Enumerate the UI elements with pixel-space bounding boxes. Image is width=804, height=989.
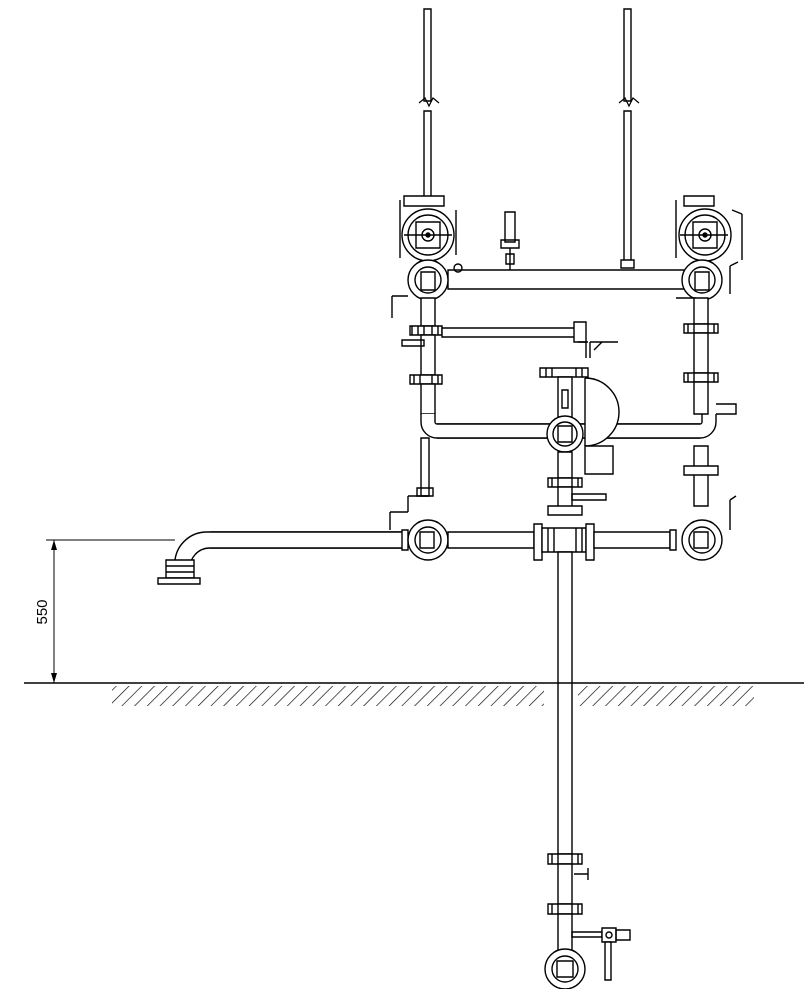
right-riser	[684, 298, 736, 506]
bypass-line-upper	[442, 322, 618, 358]
lower-main-pipe	[158, 496, 736, 584]
header-instrument	[501, 212, 519, 270]
right-actuated-valve	[676, 196, 742, 261]
drop-pipe	[545, 552, 630, 989]
top-support-left	[419, 9, 439, 199]
left-actuated-valve	[400, 196, 456, 261]
left-lower-riser	[408, 438, 433, 512]
ground-line	[24, 683, 804, 706]
top-support-right	[619, 9, 639, 268]
dimension-height-label: 550	[34, 599, 51, 624]
upper-right-tee	[676, 260, 738, 300]
upper-header-pipe	[448, 270, 692, 289]
height-dimension: 550	[34, 540, 175, 683]
left-riser	[402, 298, 442, 414]
central-filter-assembly	[540, 368, 619, 515]
